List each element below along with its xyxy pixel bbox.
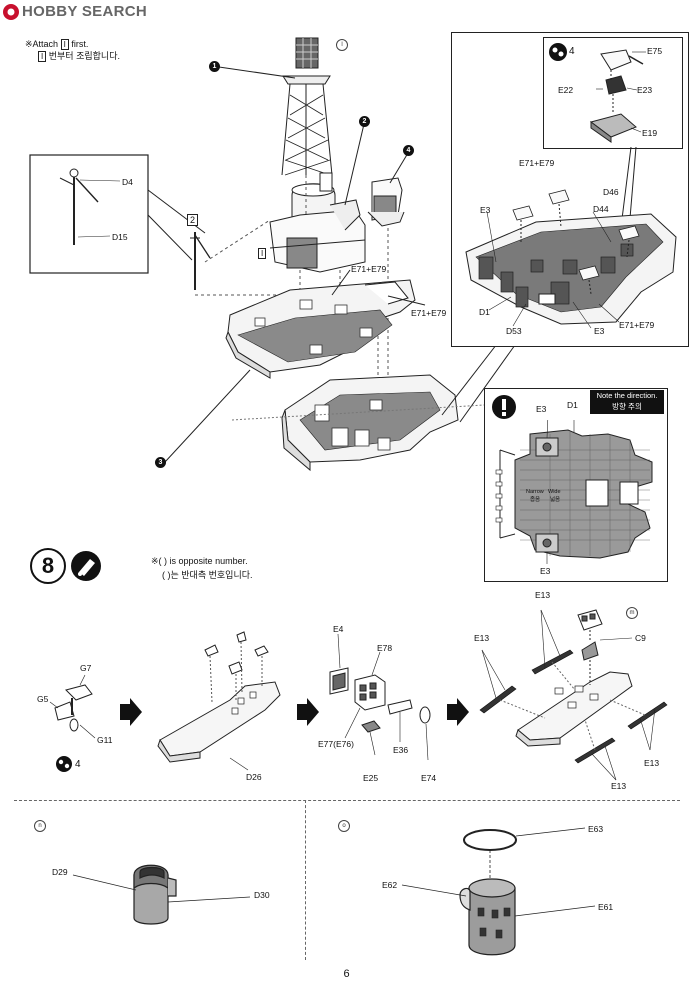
label-g7: G7 (80, 663, 92, 673)
label-e13-left: E13 (474, 633, 490, 643)
superstructure-illustration (269, 172, 366, 273)
attach-first-note-kr: I 번부터 조립합니다. (38, 50, 120, 62)
attach-suffix: first. (71, 39, 89, 49)
step-arrow-2 (297, 698, 319, 726)
opposite-number-note: ※( ) is opposite number. (151, 556, 248, 566)
label-e3-direction-bottom: E3 (540, 566, 551, 576)
parts-icon (549, 43, 567, 61)
subassembly-marker-l: l (336, 39, 348, 51)
note-direction-kr: 방향 주의 (612, 402, 642, 411)
part-marker-i-kr: I (38, 51, 47, 62)
g-parts-illustration (49, 674, 96, 739)
callout-3: 3 (155, 457, 166, 468)
page-number: 6 (343, 968, 350, 980)
label-c9: C9 (635, 633, 646, 643)
step8-diagrams (49, 609, 668, 781)
label-d1-detail: D1 (479, 307, 490, 317)
label-e4: E4 (333, 624, 344, 634)
label-d30: D30 (254, 890, 270, 900)
step-arrow-1 (120, 698, 142, 726)
label-e23: E23 (637, 85, 653, 95)
label-d46: D46 (603, 187, 619, 197)
attach-first-note: ※Attach I first. (25, 38, 88, 50)
bottom-subassemblies (72, 827, 596, 956)
attach-kr-suffix: 번부터 조립합니다. (48, 51, 120, 61)
label-d4: D4 (122, 177, 133, 187)
subassembly-marker-o: o (338, 820, 350, 832)
label-d29: D29 (52, 867, 68, 877)
part-marker-i: I (60, 39, 69, 50)
label-detail-e71-e79-b: E71+E79 (619, 320, 655, 330)
label-d44: D44 (593, 204, 609, 214)
section-divider-horizontal (14, 800, 680, 801)
subassembly-marker-n: n (34, 820, 46, 832)
label-g5: G5 (37, 694, 49, 704)
label-e13-top: E13 (535, 590, 551, 600)
note-direction-banner: Note the direction. 방향 주의 (590, 390, 664, 414)
label-e3-detail-b: E3 (594, 326, 605, 336)
opposite-number-note-kr: ( )는 반대측 번호입니다. (162, 570, 253, 580)
note-direction-en: Note the direction. (596, 391, 658, 400)
lower-deck-illustration (281, 374, 459, 472)
label-e75: E75 (647, 46, 663, 56)
logo-mark-icon (3, 4, 19, 20)
label-e62: E62 (382, 880, 398, 890)
detail-part-count: 4 (569, 46, 575, 57)
label-d26: D26 (246, 772, 262, 782)
label-e63: E63 (588, 824, 604, 834)
label-wide: Wide (548, 489, 561, 495)
right-deck-illustration (515, 609, 633, 747)
warning-icon (492, 395, 516, 419)
logo-text: HOBBY SEARCH (22, 3, 148, 20)
label-e78: E78 (377, 643, 393, 653)
label-e3-detail-a: E3 (480, 205, 491, 215)
label-d15: D15 (112, 232, 128, 242)
d4-d15-part-illustration (59, 168, 121, 245)
label-e19: E19 (642, 128, 658, 138)
e61-e62-e63-illustration (401, 827, 596, 956)
label-e13-bottom: E13 (611, 781, 627, 791)
label-wide-kr: 넓음 (550, 497, 561, 503)
part-marker-2: 2 (187, 214, 199, 226)
e-parts-illustration (329, 633, 431, 761)
g-part-count: 4 (75, 759, 81, 770)
bridge-piece-illustration (367, 177, 405, 227)
label-g11: G11 (97, 735, 113, 745)
label-e25: E25 (363, 773, 379, 783)
d26-small-parts (204, 631, 269, 675)
label-e13-right: E13 (644, 758, 660, 768)
callout-1: 1 (209, 61, 220, 72)
part-marker-i-main: I (258, 248, 267, 259)
lattice-mast-illustration (281, 37, 333, 176)
label-e3-direction-top: E3 (536, 404, 547, 414)
label-narrow: Narrow (526, 489, 544, 495)
glue-icon (71, 551, 101, 581)
label-narrow-kr: 좁음 (530, 497, 541, 503)
label-d53: D53 (506, 326, 522, 336)
attach-prefix: ※Attach (25, 39, 59, 49)
label-e22: E22 (558, 85, 574, 95)
label-e36: E36 (393, 745, 409, 755)
label-main-e71-e79-b: E71+E79 (411, 308, 447, 318)
parts-icon-g (56, 756, 72, 772)
label-main-e71-e79-a: E71+E79 (351, 264, 387, 274)
label-e77-e76: E77(E76) (318, 739, 354, 749)
detail-inset-drawing (465, 49, 677, 329)
small-mast-illustration (190, 232, 211, 290)
label-e74: E74 (421, 773, 437, 783)
step-arrow-3 (447, 698, 469, 726)
label-e61: E61 (598, 902, 614, 912)
label-detail-e71-e79-a: E71+E79 (519, 158, 555, 168)
callout-4: 4 (403, 145, 414, 156)
upper-assembly-diagram (29, 37, 516, 472)
step-number-8: 8 (30, 548, 66, 584)
section-divider-vertical (305, 800, 306, 960)
d29-d30-illustration (72, 864, 251, 925)
label-d1-direction: D1 (567, 400, 578, 410)
deck-direction-diagram (495, 420, 653, 564)
d26-deck-illustration (157, 631, 281, 771)
main-deck-illustration (225, 279, 416, 379)
callout-2: 2 (359, 116, 370, 127)
subassembly-marker-m: m (626, 607, 638, 619)
